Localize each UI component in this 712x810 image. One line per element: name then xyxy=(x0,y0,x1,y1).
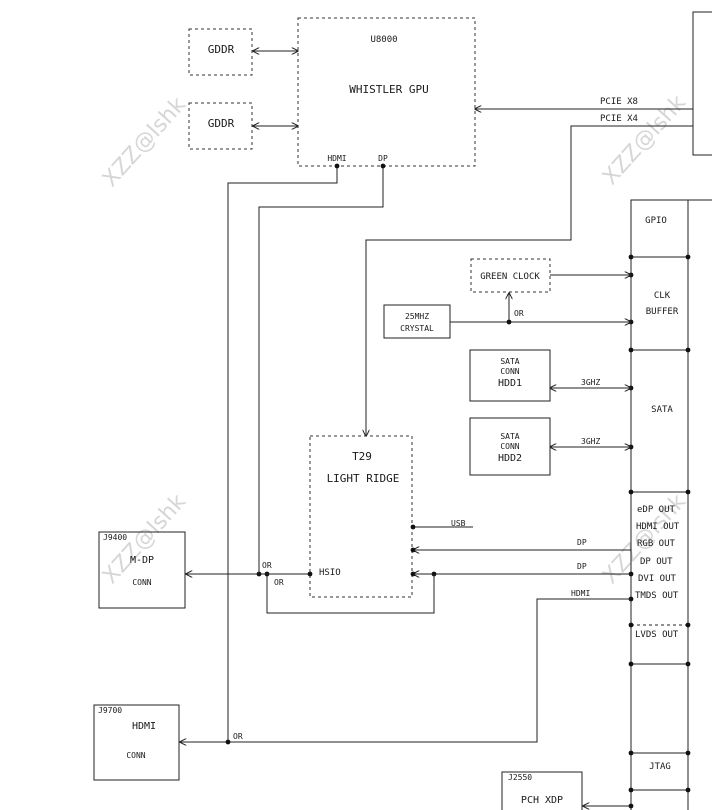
pch-lvds: LVDS OUT xyxy=(635,630,679,640)
pch-gpio: GPIO xyxy=(645,216,667,226)
dp-1-label: DP xyxy=(577,538,587,547)
or-mdp-2-label: OR xyxy=(274,578,284,587)
or-mdp-1-label: OR xyxy=(262,561,272,570)
t29-loop xyxy=(266,574,435,614)
gddr-top-label: GDDR xyxy=(208,43,235,56)
hdmi-conn: CONN xyxy=(126,751,145,760)
pch-sata: SATA xyxy=(651,405,673,415)
pch-jtag: JTAG xyxy=(649,762,671,772)
xdp-ref: J2550 xyxy=(508,773,532,782)
t29-name: LIGHT RIDGE xyxy=(327,472,400,485)
t29-box xyxy=(309,435,413,598)
usb-pin xyxy=(410,524,416,530)
xdp-pin xyxy=(628,803,634,809)
pch-out-edp: eDP OUT xyxy=(637,505,676,515)
gpu-name: WHISTLER GPU xyxy=(349,83,428,96)
gddr-bottom-label: GDDR xyxy=(208,117,235,130)
dp-1-pin xyxy=(410,547,416,553)
xdp-box xyxy=(501,771,583,810)
gpu-hdmi-pin xyxy=(334,163,340,169)
watermarks: XZZ@lshk XZZ@lshk XZZ@lshk XZZ@lshk xyxy=(98,90,691,589)
usb-label: USB xyxy=(451,519,466,528)
hdmi-ref: J9700 xyxy=(98,706,122,715)
mdp-conn: CONN xyxy=(132,578,151,587)
mdp-ref: J9400 xyxy=(103,533,127,542)
pch-out-dvi: DVI OUT xyxy=(638,574,677,584)
xdp-name: PCH XDP xyxy=(521,795,563,806)
or-clock-label: OR xyxy=(514,309,524,318)
pch-buffer: BUFFER xyxy=(646,307,679,317)
hdmi-name: HDMI xyxy=(132,721,156,732)
pch-clk: CLK xyxy=(654,291,671,301)
pch-out-hdmi: HDMI OUT xyxy=(636,522,680,532)
mdp-name: M-DP xyxy=(130,555,154,566)
gpu-dp-pin: DP xyxy=(378,154,388,163)
hdd2-speed: 3GHZ xyxy=(581,437,600,446)
gpu-ref: U8000 xyxy=(370,35,397,45)
watermark-1: XZZ@lshk xyxy=(98,92,191,192)
pcie-x4-label: PCIE X4 xyxy=(600,114,638,124)
gpu-box xyxy=(297,17,476,167)
hsio-pin xyxy=(307,571,313,577)
gddr-top-box xyxy=(188,28,253,76)
crystal-label-1: 25MHZ xyxy=(405,312,429,321)
pch-out-tmds: TMDS OUT xyxy=(635,591,679,601)
hdmi-junction xyxy=(225,739,231,745)
hdd1-speed: 3GHZ xyxy=(581,378,600,387)
dp-2-label: DP xyxy=(577,562,587,571)
crystal-junction xyxy=(506,319,512,325)
pch-hdmi-route xyxy=(180,598,631,742)
hdd2-label-2: CONN xyxy=(500,442,519,451)
pch-out-rgb: RGB OUT xyxy=(637,539,676,549)
pcie-x4-link xyxy=(366,125,693,436)
pch-top-box xyxy=(692,11,712,156)
pch-out-dp: DP OUT xyxy=(640,557,673,567)
gpu-hdmi-pin: HDMI xyxy=(327,154,346,163)
dp-2-pin xyxy=(410,571,416,577)
hdd1-box xyxy=(469,349,551,402)
hdd2-label-3: HDD2 xyxy=(498,453,522,464)
or-hdmi-label: OR xyxy=(233,732,243,741)
hdmi-signal-label: HDMI xyxy=(571,589,590,598)
gpu-hdmi-route xyxy=(227,166,338,742)
crystal-label-2: CRYSTAL xyxy=(400,324,434,333)
green-clock-label: GREEN CLOCK xyxy=(480,272,540,282)
gpu-dp-route xyxy=(258,166,384,574)
green-clock-box xyxy=(470,258,551,293)
crystal-box xyxy=(383,304,451,339)
hdd1-label-1: SATA xyxy=(500,357,519,366)
gpu-dp-pin xyxy=(380,163,386,169)
mdp-conn-box xyxy=(98,531,186,609)
pch-box xyxy=(630,199,712,810)
hdd2-label-1: SATA xyxy=(500,432,519,441)
hdd1-label-2: CONN xyxy=(500,367,519,376)
t29-hsio: HSIO xyxy=(319,568,341,578)
hdmi-conn-box xyxy=(93,704,180,781)
t29-ref: T29 xyxy=(352,450,372,463)
pcie-x8-label: PCIE X8 xyxy=(600,97,638,107)
gddr-bottom-box xyxy=(188,102,253,150)
hdd1-label-3: HDD1 xyxy=(498,378,522,389)
